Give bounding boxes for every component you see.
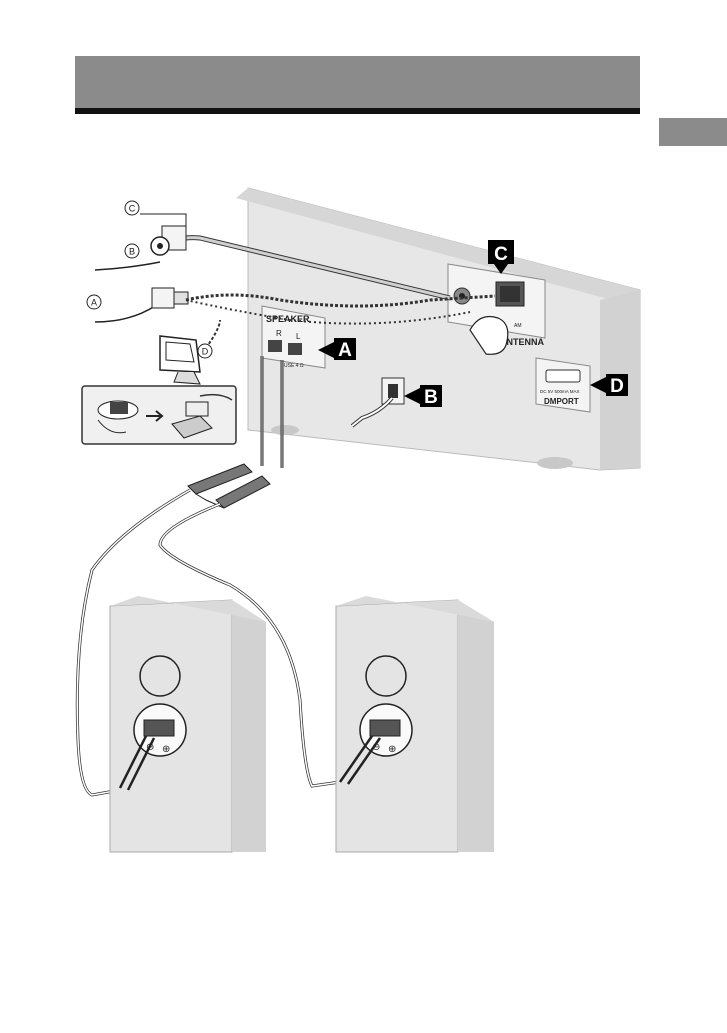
right-speaker-plus: ⊕ bbox=[388, 744, 396, 755]
svg-text:B: B bbox=[424, 387, 438, 408]
dmport-panel: DC 5V 500mA MAX DMPORT bbox=[536, 358, 590, 412]
loop-assembly-inset bbox=[82, 386, 236, 444]
speaker-r-label: R bbox=[276, 329, 282, 338]
svg-text:C: C bbox=[494, 244, 508, 265]
circle-label-a: A bbox=[87, 295, 101, 309]
svg-text:A: A bbox=[338, 340, 352, 361]
svg-text:D: D bbox=[202, 347, 209, 357]
left-speaker: ⊖ ⊕ bbox=[110, 596, 266, 852]
dmport-spec: DC 5V 500mA MAX bbox=[540, 389, 580, 394]
right-speaker: ⊖ ⊕ bbox=[336, 596, 494, 852]
dmport-label: DMPORT bbox=[544, 397, 579, 406]
svg-text:A: A bbox=[91, 298, 97, 308]
svg-text:C: C bbox=[129, 204, 136, 214]
circle-label-d: D bbox=[198, 344, 212, 358]
am-label: AM bbox=[514, 323, 522, 329]
speaker-l-label: L bbox=[296, 332, 301, 341]
circle-label-c: C bbox=[125, 201, 139, 215]
svg-text:B: B bbox=[129, 247, 135, 257]
svg-text:D: D bbox=[610, 376, 624, 397]
left-speaker-plus: ⊕ bbox=[162, 744, 170, 755]
speaker-note: USE 4 Ω bbox=[284, 363, 304, 369]
speaker-label: SPEAKER bbox=[266, 314, 310, 324]
circle-label-b: B bbox=[125, 244, 139, 258]
